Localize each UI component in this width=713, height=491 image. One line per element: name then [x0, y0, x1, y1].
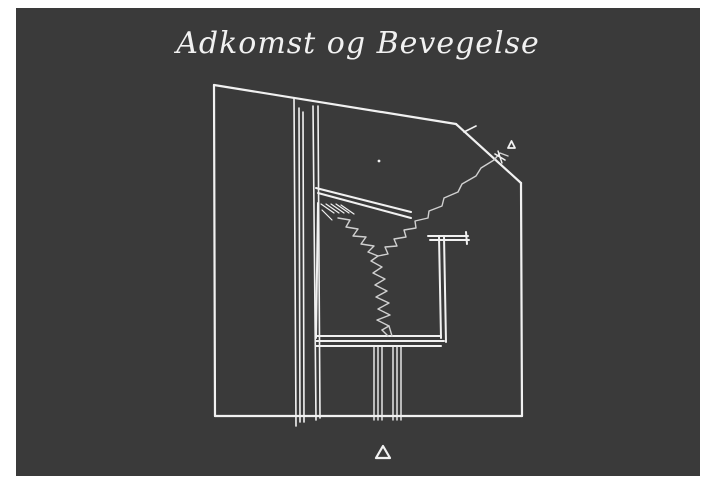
- movement-paths: [338, 153, 508, 336]
- site-plan-sketch: [16, 8, 700, 476]
- point-marker: [378, 160, 381, 163]
- chalkboard-sketch: Adkomst og Bevegelse: [16, 8, 700, 476]
- vertical-street: [294, 98, 320, 426]
- entrance-triangle-marker-bottom: [376, 446, 390, 458]
- site-boundary: [214, 85, 522, 416]
- entrance-triangle-marker-top: [508, 141, 515, 148]
- entrance-passage: [374, 346, 401, 420]
- building-outline: [316, 188, 469, 346]
